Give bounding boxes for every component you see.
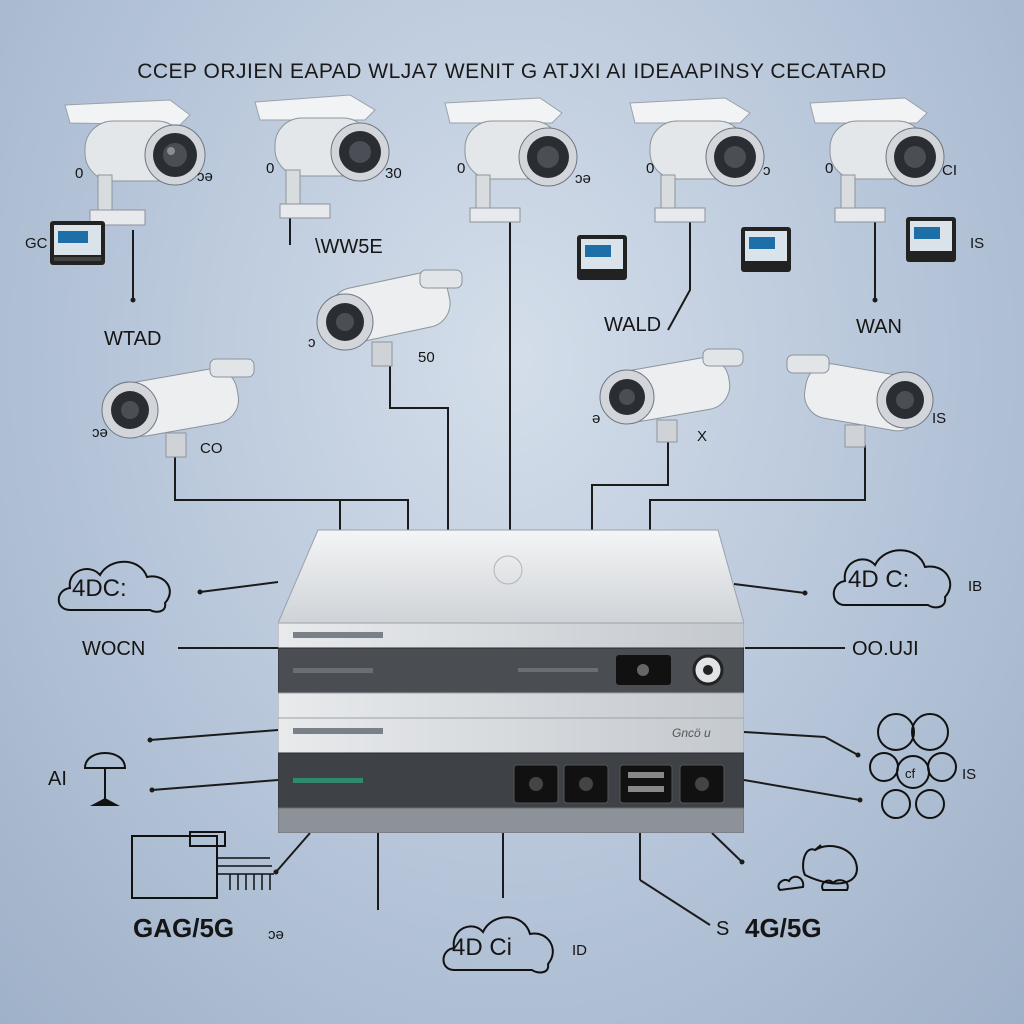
label-gag-5g: GAG/5G: [133, 913, 235, 943]
camera-4-left-label: 0: [646, 160, 655, 177]
camera-7-right-label: CO: [200, 440, 223, 457]
monitor-device-2: [577, 235, 627, 280]
cloud-icon-left: [57, 560, 171, 613]
camera-8-left-label: ə: [592, 410, 601, 427]
camera-4: [629, 97, 765, 223]
label-4g-5g-prefix: S: [716, 918, 730, 940]
camera-9-right-label: IS: [932, 410, 947, 427]
camera-2: [254, 94, 390, 219]
camera-4-right-label: ɔ: [763, 162, 771, 179]
cloud-label-left: 4DC:: [72, 575, 127, 602]
label-is-top: IS: [970, 235, 985, 252]
camera-1-right-label: ɔə: [197, 168, 213, 185]
network-nodes-icon: cf: [869, 713, 957, 819]
cloud-icon-bottom: [442, 916, 554, 974]
label-gc: GC: [25, 235, 48, 252]
monitor-device-4: [906, 217, 956, 262]
label-ai: AI: [48, 768, 67, 790]
monitor-device-1: [50, 221, 105, 265]
antenna-icon: [83, 752, 127, 806]
dvr-badge-text: Gncö u: [672, 726, 711, 740]
label-4g-5g: 4G/5G: [745, 913, 822, 943]
label-wocn: WOCN: [82, 638, 146, 660]
label-wwse: \WW5E: [315, 236, 383, 258]
camera-2-left-label: 0: [266, 160, 275, 177]
camera-6-right-label: 50: [418, 349, 435, 366]
camera-9: [786, 354, 934, 448]
label-wtad: WTAD: [104, 328, 162, 350]
label-gag-5g-suffix: ɔə: [268, 926, 284, 943]
camera-7-left-label: ɔə: [92, 424, 108, 441]
camera-5: [809, 97, 945, 223]
label-wan: WAN: [856, 316, 902, 338]
camera-2-right-label: 30: [385, 165, 402, 182]
camera-5-left-label: 0: [825, 160, 834, 177]
camera-3-left-label: 0: [457, 160, 466, 177]
camera-1: [64, 99, 206, 226]
svg-text:cf: cf: [905, 766, 916, 781]
camera-6: [316, 269, 463, 367]
label-ib: IB: [968, 578, 983, 595]
camera-3: [444, 97, 578, 223]
camera-7: [101, 358, 255, 458]
diagram-title: CCEP ORJIEN EAPAD WLJA7 WENIT G ATJXI AI…: [137, 60, 887, 83]
camera-1-left-label: 0: [75, 165, 84, 182]
small-clouds-icon: [777, 844, 858, 892]
label-wald: WALD: [604, 314, 662, 336]
monitor-device-3: [741, 227, 791, 272]
camera-5-right-label: CI: [942, 162, 957, 179]
label-is-right: IS: [962, 766, 977, 783]
cloud-icon-right: [832, 549, 952, 609]
label-oouji: OO.UJI: [852, 638, 919, 660]
cloud-label-bottom: 4D Ci: [452, 934, 513, 961]
dvr-recorder-unit: [278, 529, 744, 833]
camera-8: [599, 348, 744, 443]
camera-8-right-label: X: [697, 428, 708, 445]
label-id-bottom: ID: [572, 942, 587, 959]
cloud-label-right: 4D C:: [848, 566, 910, 593]
camera-3-right-label: ɔə: [575, 170, 591, 187]
camera-6-left-label: ɔ: [308, 334, 316, 351]
router-icon: [131, 831, 274, 899]
